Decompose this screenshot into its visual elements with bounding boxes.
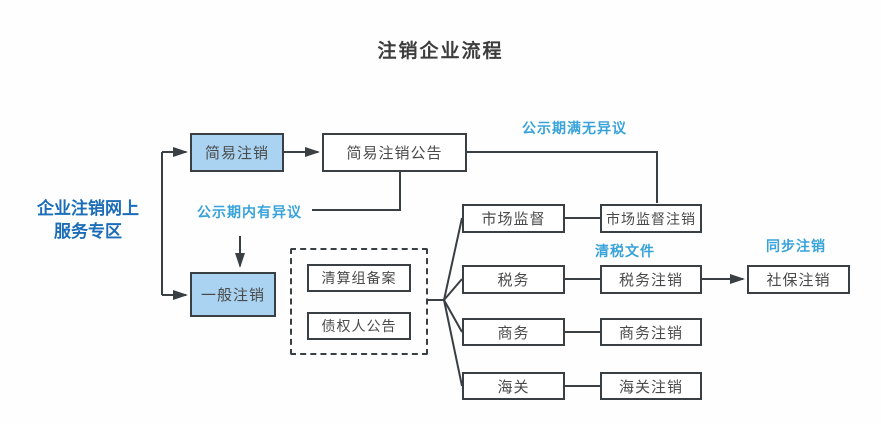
line-no-objection-path — [467, 151, 658, 203]
node-market-supervision: 市场监督 — [462, 204, 565, 233]
node-customs: 海关 — [462, 372, 565, 400]
line-fan-customs — [443, 299, 463, 387]
node-commerce-cancel: 商务注销 — [600, 318, 702, 346]
line-fan-tax — [443, 278, 463, 301]
node-market-supervision-cancel: 市场监督注销 — [600, 204, 702, 233]
node-general-cancel: 一般注销 — [190, 272, 276, 317]
page-title: 注销企业流程 — [377, 41, 504, 62]
line-objection-path — [312, 172, 401, 211]
node-social-security-cancel: 社保注销 — [747, 265, 850, 294]
node-creditor-notice: 债权人公告 — [307, 312, 411, 340]
node-liquidation-filing: 清算组备案 — [307, 264, 411, 292]
annotation-tax-clearance: 清税文件 — [595, 243, 655, 259]
liquidation-group-box — [290, 248, 428, 355]
annotation-sync-cancel: 同步注销 — [766, 238, 826, 254]
line-fan-market — [443, 217, 463, 301]
line-fan-commerce — [443, 299, 463, 333]
sidebar-zone-label-line2: 服务专区 — [54, 222, 122, 241]
node-commerce: 商务 — [462, 318, 565, 346]
annotation-objection: 公示期内有异议 — [197, 204, 302, 220]
node-simple-cancel-notice: 简易注销公告 — [322, 133, 467, 172]
sidebar-zone-label-line1: 企业注销网上 — [37, 199, 139, 218]
node-tax: 税务 — [462, 265, 565, 294]
node-simple-cancel: 简易注销 — [190, 133, 284, 172]
node-customs-cancel: 海关注销 — [600, 372, 702, 400]
annotation-no-objection: 公示期满无异议 — [522, 120, 627, 136]
node-tax-cancel: 税务注销 — [600, 265, 702, 294]
sidebar-zone-label: 企业注销网上 服务专区 — [8, 197, 168, 243]
